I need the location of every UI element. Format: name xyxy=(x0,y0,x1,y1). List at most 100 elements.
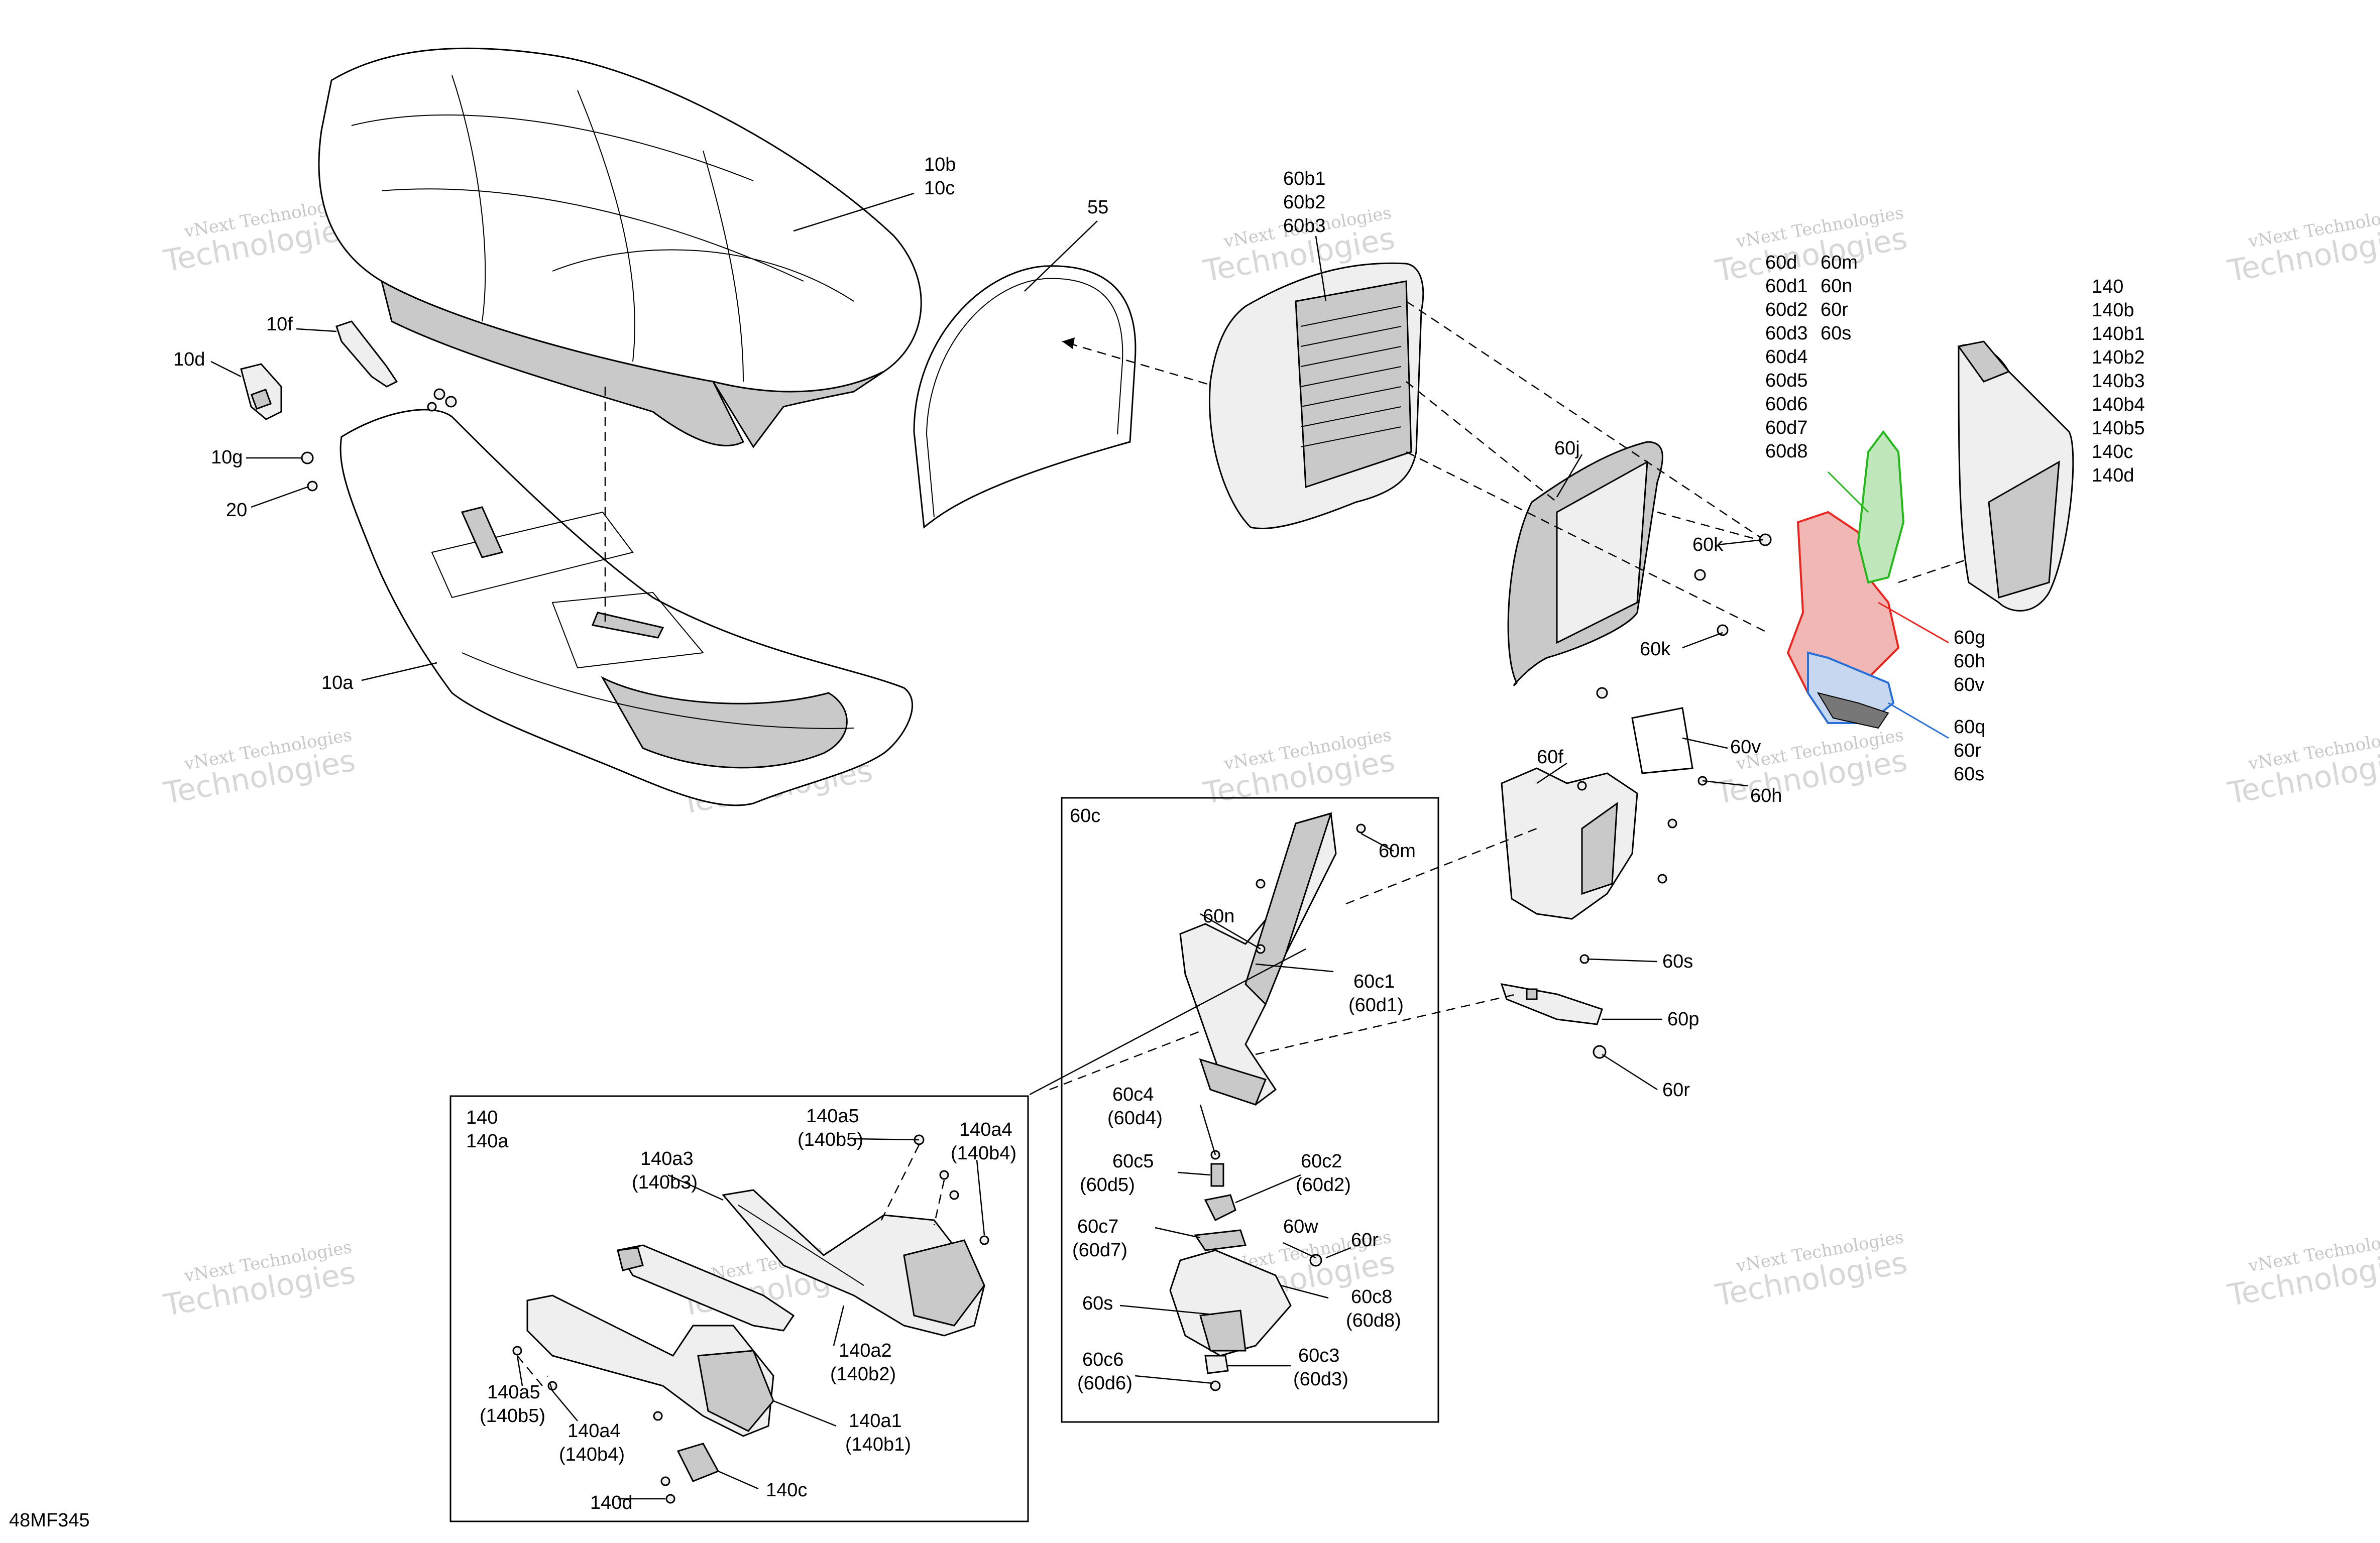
watermark: vNext Technologies Technologies xyxy=(161,1237,358,1324)
callout-label: 60c5 xyxy=(1112,1151,1154,1172)
callout-label: (140b4) xyxy=(951,1143,1016,1164)
alignment-dashed-lines-60c xyxy=(1049,827,1537,1091)
callout-label: 60h xyxy=(1954,651,1985,672)
callout-label: 140d xyxy=(2092,465,2134,486)
callout-label: 60k xyxy=(1640,639,1671,660)
screws-140-group xyxy=(512,1134,989,1504)
callout-label: 60m xyxy=(1821,252,1858,273)
callout-label: (140b3) xyxy=(632,1172,698,1193)
watermark: vNext Technologies Technologies xyxy=(1713,203,1910,289)
leader-line-blue xyxy=(1888,702,1949,739)
callout-label: (140b5) xyxy=(798,1129,863,1150)
handle-140-part xyxy=(1957,340,2074,612)
callout-label: 60v xyxy=(1730,737,1761,758)
bracket-60f-part xyxy=(1501,767,1638,920)
callout-label: 10b xyxy=(924,154,956,175)
callout-label: (60d6) xyxy=(1077,1373,1132,1394)
callout-label: 60d xyxy=(1765,252,1797,273)
callout-label: 60n xyxy=(1203,906,1234,927)
callout-label: 60c2 xyxy=(1301,1151,1342,1172)
watermark: vNext Technologies Technologies xyxy=(1713,1227,1910,1314)
callout-label: 60r xyxy=(1821,299,1848,320)
callout-label: 20 xyxy=(226,500,247,521)
spring-60c5-part xyxy=(1210,1163,1224,1187)
leader-line-green xyxy=(1827,471,1869,513)
screws-60f-group xyxy=(1577,776,1708,964)
callout-label: 140b xyxy=(2092,300,2134,321)
seat-base-part xyxy=(339,409,914,806)
leader-lines xyxy=(210,192,1763,1500)
bracket-10d-part xyxy=(240,363,282,420)
callout-label: 10d xyxy=(173,349,205,370)
callout-label: 60s xyxy=(1954,764,1984,785)
cover-60j-part xyxy=(1507,441,1663,686)
callout-label: 60s xyxy=(1662,951,1693,972)
callout-label: 140a5 xyxy=(487,1382,540,1403)
alignment-dashed-lines-group xyxy=(1406,300,1768,634)
callout-label: 60w xyxy=(1283,1216,1318,1237)
housing-60c8-part xyxy=(1169,1249,1292,1357)
callout-label: 140b4 xyxy=(2092,394,2145,415)
callout-label: 140b2 xyxy=(2092,347,2145,368)
callout-label: 10c xyxy=(924,178,955,199)
callout-label: 140a2 xyxy=(839,1340,892,1361)
callout-labels: 10b 10c 55 60b1 60b2 60b3 10f 10d 10g 20… xyxy=(173,154,2145,1513)
plate-140c-part xyxy=(676,1443,720,1482)
callout-label: 60b1 xyxy=(1283,168,1326,189)
callout-label: 60v xyxy=(1954,674,1984,695)
callout-label: 140a xyxy=(466,1131,509,1152)
callout-label: (140b2) xyxy=(830,1364,896,1385)
callout-label: 10g xyxy=(211,447,243,468)
callout-label: 60c xyxy=(1070,805,1100,826)
watermark: vNext Technologies Technologies xyxy=(2225,203,2380,289)
callout-label: 60c3 xyxy=(1298,1345,1339,1366)
callout-label: 140c xyxy=(766,1480,807,1501)
callout-label: 140 xyxy=(466,1107,498,1128)
grip-140a1-part xyxy=(526,1294,774,1437)
callout-label: (60d7) xyxy=(1072,1240,1127,1261)
callout-label: (60d2) xyxy=(1296,1174,1351,1196)
callout-label: (140b4) xyxy=(559,1444,625,1465)
bar-140a3-part xyxy=(616,1244,795,1332)
handle-140a2-part xyxy=(722,1189,985,1337)
screws-60k xyxy=(1596,533,1772,699)
callout-label: 140b1 xyxy=(2092,323,2145,344)
callout-label: 140a4 xyxy=(959,1119,1012,1140)
callout-label: 60g xyxy=(1954,627,1985,648)
callout-label: 60d7 xyxy=(1765,417,1808,438)
watermark: vNext Technologies Technologies xyxy=(2225,1227,2380,1314)
callout-label: (140b5) xyxy=(480,1405,545,1427)
backrest-60b-part xyxy=(1208,262,1424,529)
diagram-id: 48MF345 xyxy=(9,1510,90,1531)
screw-20-part xyxy=(307,481,318,492)
callout-label: 10a xyxy=(321,672,354,693)
callout-label: 60d6 xyxy=(1765,394,1808,415)
callout-label: 140a4 xyxy=(568,1420,621,1442)
callout-label: 60d4 xyxy=(1765,346,1808,368)
callout-label: 60d2 xyxy=(1765,299,1808,320)
callout-label: 60n xyxy=(1821,276,1852,297)
callout-label: 60k xyxy=(1692,534,1724,555)
callout-label: 60c6 xyxy=(1082,1349,1123,1370)
callout-label: (60d4) xyxy=(1107,1108,1163,1129)
arrow-head-icon xyxy=(1062,337,1075,349)
gasket-55-part xyxy=(913,265,1137,529)
callout-label: 60b3 xyxy=(1283,215,1326,236)
alignment-dashed-lines-140 xyxy=(517,1144,945,1391)
callout-label: 60p xyxy=(1667,1009,1699,1030)
callout-label: 60r xyxy=(1351,1230,1379,1251)
watermark: vNext Technologies Technologies xyxy=(2225,725,2380,811)
callout-label: 140b3 xyxy=(2092,371,2145,392)
callout-label: 60d3 xyxy=(1765,323,1808,344)
clip-60p-part xyxy=(1500,983,1603,1025)
callout-label: 60m xyxy=(1379,841,1416,862)
callout-label: 60c4 xyxy=(1112,1084,1154,1105)
callout-label: 140a3 xyxy=(640,1148,694,1169)
callout-label: 60c1 xyxy=(1353,971,1395,992)
lever-60c7-part xyxy=(1194,1229,1247,1251)
callout-label: 60h xyxy=(1750,785,1782,806)
sub-assembly-140-box xyxy=(449,1095,1029,1522)
seat-cushion-part xyxy=(318,47,922,448)
watermark: vNext Technologies Technologies xyxy=(161,725,358,811)
